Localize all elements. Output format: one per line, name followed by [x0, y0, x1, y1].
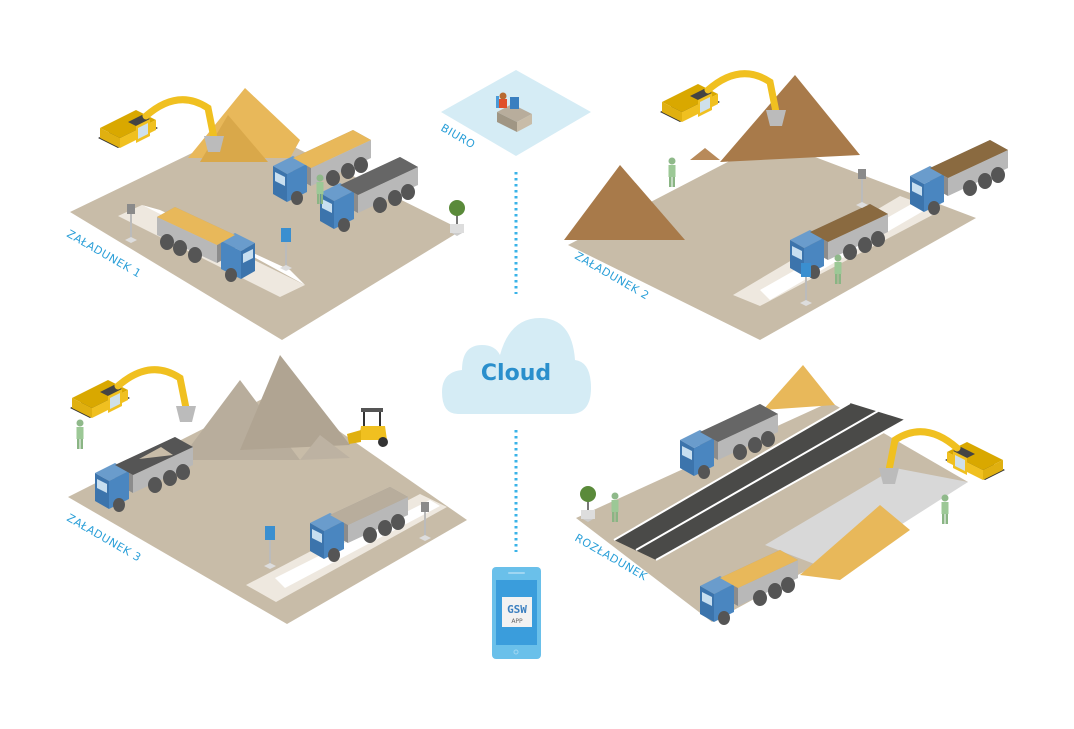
- tree: [580, 486, 596, 522]
- truck-on-scale: [310, 487, 408, 562]
- office-zone[interactable]: BIURO: [439, 70, 592, 156]
- zone-loading-1[interactable]: ZAŁADUNEK 1: [65, 88, 466, 340]
- excavator: [70, 370, 196, 422]
- zone-loading-3[interactable]: ZAŁADUNEK 3: [65, 355, 468, 624]
- app-icon: [502, 597, 532, 627]
- front-loader: [347, 408, 388, 447]
- truck-on-scale: [157, 207, 255, 282]
- worker: [668, 157, 676, 187]
- office-desk-icon: [496, 92, 532, 132]
- truck-empty: [320, 157, 418, 232]
- truck-empty: [680, 404, 778, 479]
- ground-plane: [70, 125, 462, 340]
- ground-plane: [568, 140, 976, 340]
- truck-loaded: [700, 550, 798, 625]
- cloud-icon: [442, 318, 591, 414]
- app-title: GSW: [507, 603, 527, 616]
- mobile-app[interactable]: GSW APP: [492, 567, 541, 659]
- ground-plane: [576, 402, 968, 622]
- material-pile: [564, 165, 685, 240]
- zone-loading-2[interactable]: ZAŁADUNEK 2: [564, 74, 1008, 340]
- truck-on-scale: [790, 204, 888, 279]
- cloud-label: Cloud: [481, 361, 551, 386]
- truck-loaded: [910, 140, 1008, 215]
- app-subtitle: APP: [511, 618, 523, 625]
- truck-loading: [95, 437, 193, 512]
- worker: [941, 494, 949, 524]
- truck-loaded: [273, 130, 371, 205]
- worker: [76, 419, 84, 449]
- material-pile: [800, 505, 910, 580]
- cloud-node[interactable]: Cloud: [442, 318, 591, 414]
- tree: [449, 200, 465, 236]
- zone-unloading[interactable]: ROZŁADUNEK: [573, 365, 1006, 625]
